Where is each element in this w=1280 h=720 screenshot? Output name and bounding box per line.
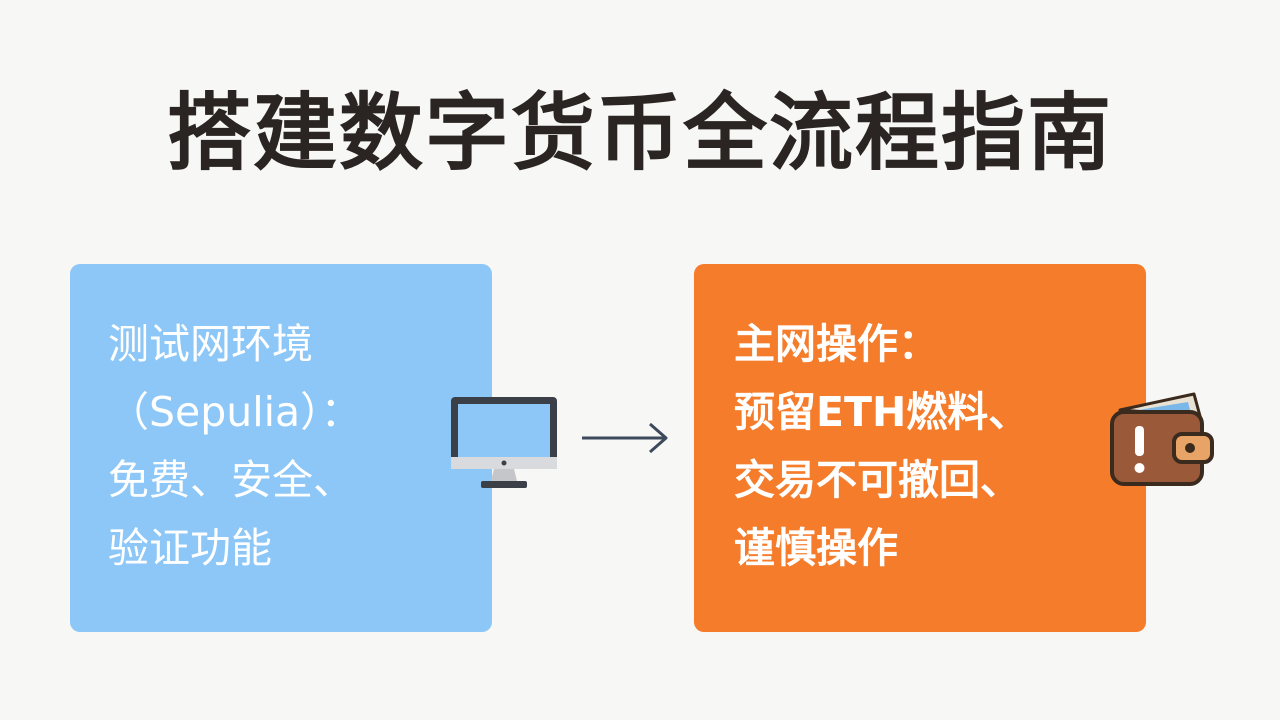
- mainnet-line: 主网操作：: [734, 320, 939, 368]
- mainnet-line: 交易不可撤回、: [734, 456, 1021, 504]
- mainnet-line: 预留ETH燃料、: [734, 388, 1030, 436]
- testnet-line: 测试网环境: [108, 320, 313, 368]
- testnet-line: 验证功能: [108, 524, 272, 572]
- mainnet-line: 谨慎操作: [734, 524, 898, 572]
- testnet-line: 免费、安全、: [108, 456, 354, 504]
- arrow-right-icon: [580, 420, 672, 456]
- testnet-line: （Sepulia）：: [108, 388, 362, 436]
- testnet-box: 测试网环境 （Sepulia）： 免费、安全、 验证功能: [70, 264, 492, 632]
- page-title: 搭建数字货币全流程指南: [166, 84, 1113, 182]
- mainnet-box: 主网操作： 预留ETH燃料、 交易不可撤回、 谨慎操作: [694, 264, 1146, 632]
- wallet-warning-icon: [1108, 390, 1216, 488]
- testnet-text: 测试网环境 （Sepulia）： 免费、安全、 验证功能: [108, 310, 362, 582]
- monitor-icon: [449, 395, 559, 491]
- mainnet-text: 主网操作： 预留ETH燃料、 交易不可撤回、 谨慎操作: [734, 310, 1029, 582]
